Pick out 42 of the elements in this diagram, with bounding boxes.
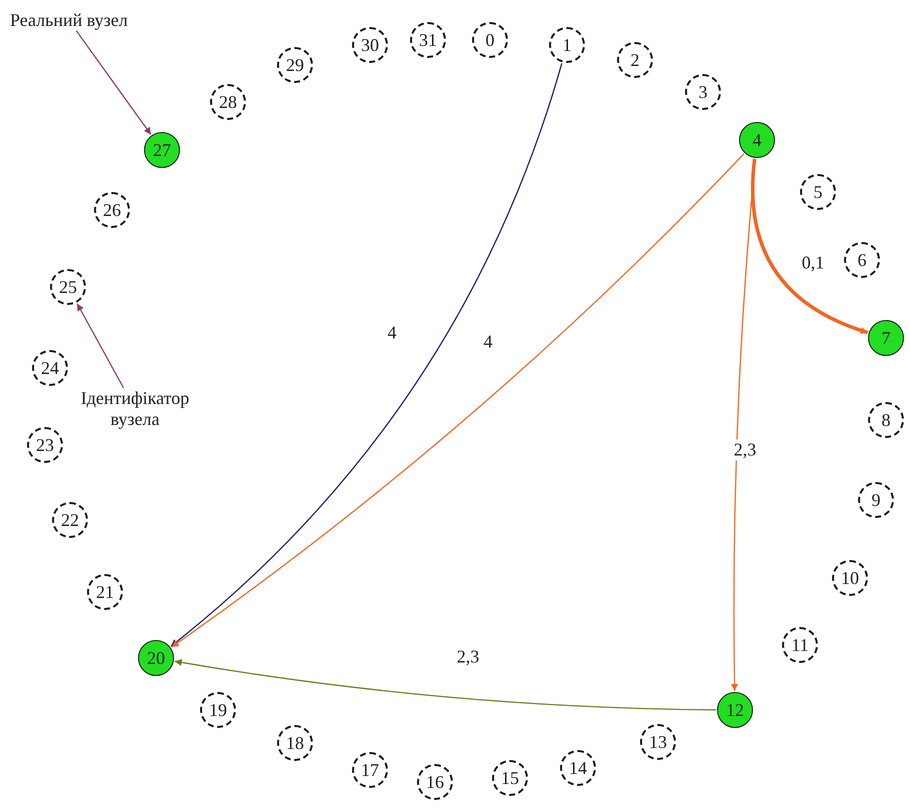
real-node-circle: 20 — [138, 640, 174, 676]
leader-arrow — [76, 30, 152, 135]
arrow — [171, 153, 744, 648]
node-id-circle: 8 — [868, 402, 904, 438]
node-id-circle: 31 — [410, 22, 446, 58]
node-id-circle: 22 — [52, 502, 88, 538]
node-id-circle: 1 — [549, 27, 585, 63]
arrow — [751, 158, 868, 334]
node-id-circle: 15 — [492, 760, 528, 796]
annotation-text: Ідентифікатор вузела — [70, 388, 200, 430]
node-id-circle: 11 — [782, 627, 818, 663]
node-id-circle: 23 — [27, 427, 63, 463]
edge-label: 2,3 — [732, 440, 758, 460]
node-id-circle: 26 — [94, 192, 130, 228]
real-node-circle: 12 — [717, 692, 753, 728]
node-id-circle: 19 — [200, 692, 236, 728]
arrow — [170, 63, 562, 647]
node-id-circle: 14 — [560, 750, 596, 786]
node-id-circle: 25 — [50, 269, 86, 305]
node-id-circle: 5 — [800, 174, 836, 210]
node-id-circle: 13 — [640, 724, 676, 760]
node-id-circle: 10 — [832, 560, 868, 596]
node-id-circle: 3 — [685, 74, 721, 110]
arrow — [731, 158, 756, 692]
real-node-circle: 7 — [868, 320, 904, 356]
node-id-circle: 18 — [277, 725, 313, 761]
node-id-circle: 28 — [210, 84, 246, 120]
node-id-circle: 29 — [277, 47, 313, 83]
node-id-circle: 6 — [844, 242, 880, 278]
node-id-circle: 21 — [87, 574, 123, 610]
real-node-circle: 4 — [739, 122, 775, 158]
leader-arrow — [76, 303, 124, 388]
node-id-circle: 17 — [352, 752, 388, 788]
node-id-circle: 30 — [352, 27, 388, 63]
arrow — [174, 658, 716, 710]
node-id-circle: 24 — [32, 350, 68, 386]
node-id-circle: 0 — [472, 22, 508, 58]
real-node-circle: 27 — [144, 132, 180, 168]
node-id-circle: 9 — [858, 482, 894, 518]
node-id-circle: 2 — [617, 42, 653, 78]
node-id-circle: 16 — [417, 764, 453, 800]
annotation-text: Реальний вузел — [10, 10, 128, 31]
